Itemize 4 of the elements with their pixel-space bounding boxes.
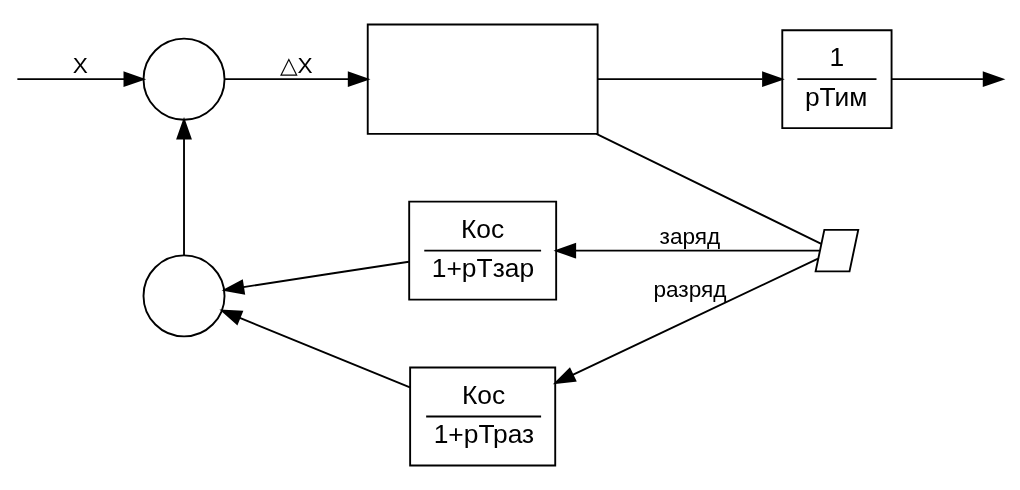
edge-label: △X xyxy=(279,52,313,78)
edge-label: заряд xyxy=(659,224,721,250)
edge-label: разряд xyxy=(653,277,727,303)
edge-label: X xyxy=(72,52,88,78)
